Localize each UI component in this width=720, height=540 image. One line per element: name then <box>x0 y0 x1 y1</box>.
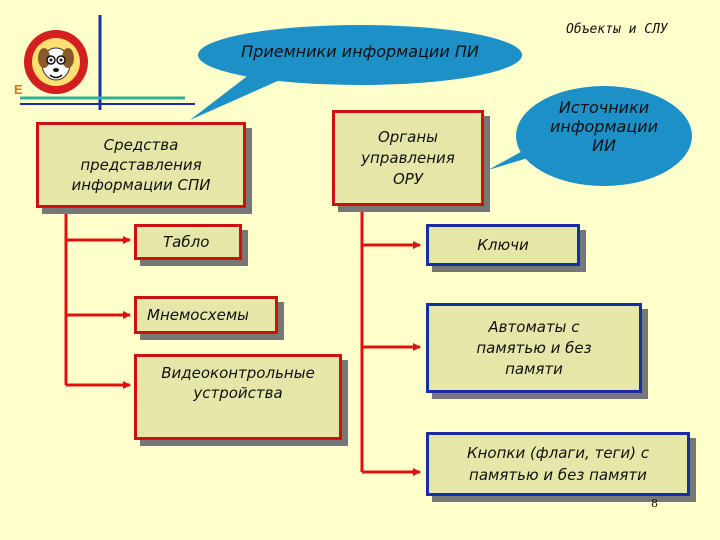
bubble-pi-shape <box>190 74 280 120</box>
bubble-ii-text: Источники информации ИИ <box>549 98 659 155</box>
logo <box>22 28 90 96</box>
box-video-text: Видеоконтрольные устройства <box>161 364 315 402</box>
box-keys: Ключи <box>426 224 580 266</box>
box-auto-text: Автоматы с памятью и без памяти <box>476 317 592 378</box>
box-mnemo-text: Мнемосхемы <box>147 306 249 324</box>
box-spi-text: Средства представления информации СПИ <box>71 136 211 194</box>
box-spi: Средства представления информации СПИ <box>36 122 246 208</box>
box-oru: Органы управления ОРУ <box>332 110 484 206</box>
box-tablo-text: Табло <box>163 233 210 251</box>
bubble-pi-text: Приемники информации ПИ <box>241 42 479 61</box>
box-tablo: Табло <box>134 224 242 260</box>
box-keys-text: Ключи <box>477 236 529 254</box>
bubble-ii-ellipse <box>516 86 692 186</box>
bubble-pi-ellipse <box>198 25 522 85</box>
box-auto: Автоматы с памятью и без памяти <box>426 303 642 393</box>
box-buttons: Кнопки (флаги, теги) с памятью и без пам… <box>426 432 690 496</box>
logo-letter: E <box>14 82 23 97</box>
box-oru-text: Органы управления ОРУ <box>361 127 455 188</box>
box-video: Видеоконтрольные устройства <box>134 354 342 440</box>
box-buttons-text: Кнопки (флаги, теги) с памятью и без пам… <box>466 444 650 484</box>
page-number: 8 <box>651 497 658 510</box>
dog-mascot-icon <box>24 30 88 94</box>
header-title: Объекты и СЛУ <box>566 22 668 37</box>
box-mnemo: Мнемосхемы <box>134 296 278 334</box>
